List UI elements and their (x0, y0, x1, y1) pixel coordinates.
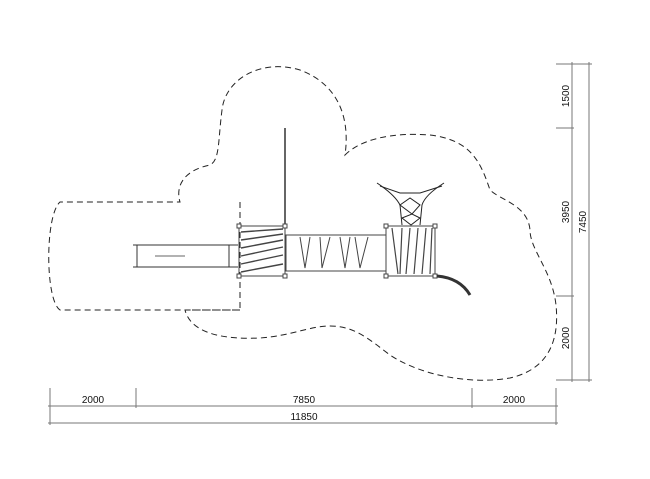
dim-horizontal-left: 2000 (82, 395, 105, 406)
dim-horizontal-total: 11850 (290, 412, 318, 423)
dim-vertical-bottom: 2000 (561, 326, 572, 349)
dim-horizontal-middle: 7850 (293, 395, 316, 406)
tower-right (383, 223, 438, 279)
dim-vertical-top: 1500 (561, 84, 572, 107)
dim-vertical-total: 7450 (578, 210, 589, 233)
tower-left (236, 223, 288, 279)
curved-rail (436, 274, 472, 296)
net-canopy (376, 182, 445, 226)
bridge (285, 234, 387, 272)
horizontal-dimensions (48, 388, 558, 425)
dim-vertical-middle: 3950 (561, 200, 572, 223)
vertical-dimensions (556, 62, 592, 382)
slide (133, 244, 238, 268)
safety-zone-outline (48, 66, 558, 381)
dim-horizontal-right: 2000 (503, 395, 526, 406)
